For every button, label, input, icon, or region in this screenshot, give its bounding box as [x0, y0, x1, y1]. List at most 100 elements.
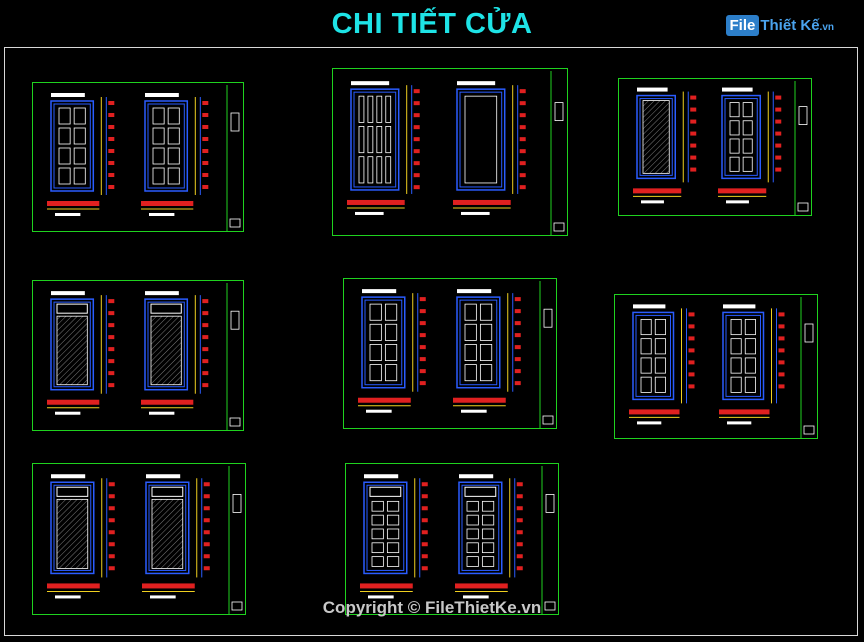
door-panel — [744, 318, 756, 336]
sheet-drawing — [47, 466, 243, 614]
section-label-bar — [55, 411, 81, 415]
door-panel — [58, 127, 71, 145]
detail-sheet-7[interactable] — [32, 463, 246, 615]
detail-sheet-3[interactable] — [618, 78, 812, 216]
detail-sheet-8[interactable] — [345, 463, 559, 615]
transom-glass — [56, 303, 88, 314]
door-leaf — [635, 314, 671, 397]
door-panel — [742, 120, 753, 136]
section-detail — [690, 131, 697, 136]
section-detail — [413, 173, 420, 178]
door-panel — [384, 323, 398, 341]
door-panel — [464, 344, 477, 361]
section-detail — [202, 299, 209, 304]
door-panel — [466, 500, 479, 512]
door-panel — [376, 156, 383, 184]
sill-section — [47, 583, 100, 589]
section-detail — [421, 542, 428, 547]
door-panel — [742, 138, 753, 154]
sheet-drawing — [629, 297, 815, 438]
door-panel — [654, 357, 666, 374]
detail-sheet-5[interactable] — [343, 278, 557, 429]
section-detail — [514, 333, 521, 338]
door-panel — [384, 303, 398, 321]
sill-section — [629, 409, 680, 415]
door-leaf — [364, 299, 403, 386]
door-panel — [479, 364, 493, 382]
section-detail — [202, 173, 209, 177]
door-label-bar — [146, 474, 181, 479]
section-detail — [202, 161, 209, 165]
section-detail — [108, 347, 115, 352]
sill-section — [142, 583, 195, 589]
section-detail — [108, 113, 115, 117]
section-detail — [419, 297, 426, 302]
door-label-bar — [364, 474, 399, 479]
section-detail — [690, 155, 697, 160]
section-label-bar — [637, 421, 662, 425]
section-detail — [108, 101, 115, 105]
detail-sheet-2[interactable] — [332, 68, 568, 236]
door-panel — [654, 338, 666, 355]
door-panel — [369, 364, 382, 382]
hatched-leaf — [56, 315, 88, 386]
section-label-bar — [726, 200, 749, 204]
title-block-number — [229, 417, 241, 427]
section-detail — [778, 324, 785, 329]
title-block-stamp — [804, 323, 814, 343]
door-panel — [367, 126, 374, 154]
section-detail — [519, 113, 526, 118]
section-detail — [690, 95, 697, 100]
drawing-title: CHI TIẾT CỬA — [331, 8, 533, 40]
sheet-drawing — [358, 281, 554, 428]
door-panel — [367, 156, 374, 184]
section-detail — [108, 542, 115, 547]
sill-section — [633, 188, 682, 194]
detail-sheet-1[interactable] — [32, 82, 244, 232]
door-panel — [742, 156, 753, 172]
section-detail — [202, 311, 209, 316]
section-detail — [514, 309, 521, 314]
detail-sheet-6[interactable] — [614, 294, 818, 439]
section-label-bar — [149, 213, 175, 216]
section-detail — [519, 137, 526, 142]
door-panel — [640, 338, 652, 355]
door-leaf — [53, 484, 92, 571]
door-panel — [466, 542, 479, 554]
section-detail — [413, 149, 420, 154]
detail-sheet-4[interactable] — [32, 280, 244, 431]
door-leaf — [639, 98, 673, 176]
door-leaf — [461, 484, 500, 571]
section-detail — [421, 482, 428, 487]
section-label-bar — [355, 211, 384, 215]
section-detail — [688, 360, 695, 365]
door-panel — [385, 126, 392, 154]
section-detail — [775, 155, 782, 160]
section-detail — [108, 566, 115, 571]
section-detail — [519, 149, 526, 154]
door-leaf — [53, 103, 91, 189]
door-panel — [729, 138, 740, 154]
section-detail — [516, 530, 523, 535]
door-panel — [371, 556, 384, 567]
filethietke-logo[interactable]: File Thiết Kế.vn — [725, 12, 834, 38]
sill-section — [141, 399, 194, 405]
door-leaf — [148, 484, 187, 571]
door-panel — [744, 338, 756, 355]
door-panel — [654, 318, 666, 336]
section-detail — [202, 347, 209, 352]
section-detail — [413, 101, 420, 106]
hatched-leaf — [56, 498, 89, 569]
door-panel — [386, 542, 400, 554]
door-frame — [144, 100, 189, 192]
section-detail — [413, 137, 420, 142]
section-detail — [688, 384, 695, 389]
section-detail — [421, 566, 428, 571]
section-label-bar — [461, 409, 487, 413]
section-detail — [519, 89, 526, 94]
section-detail — [516, 566, 523, 571]
door-panel — [73, 167, 86, 185]
title-block-number — [229, 218, 241, 228]
section-detail — [108, 335, 115, 340]
section-detail — [778, 348, 785, 353]
